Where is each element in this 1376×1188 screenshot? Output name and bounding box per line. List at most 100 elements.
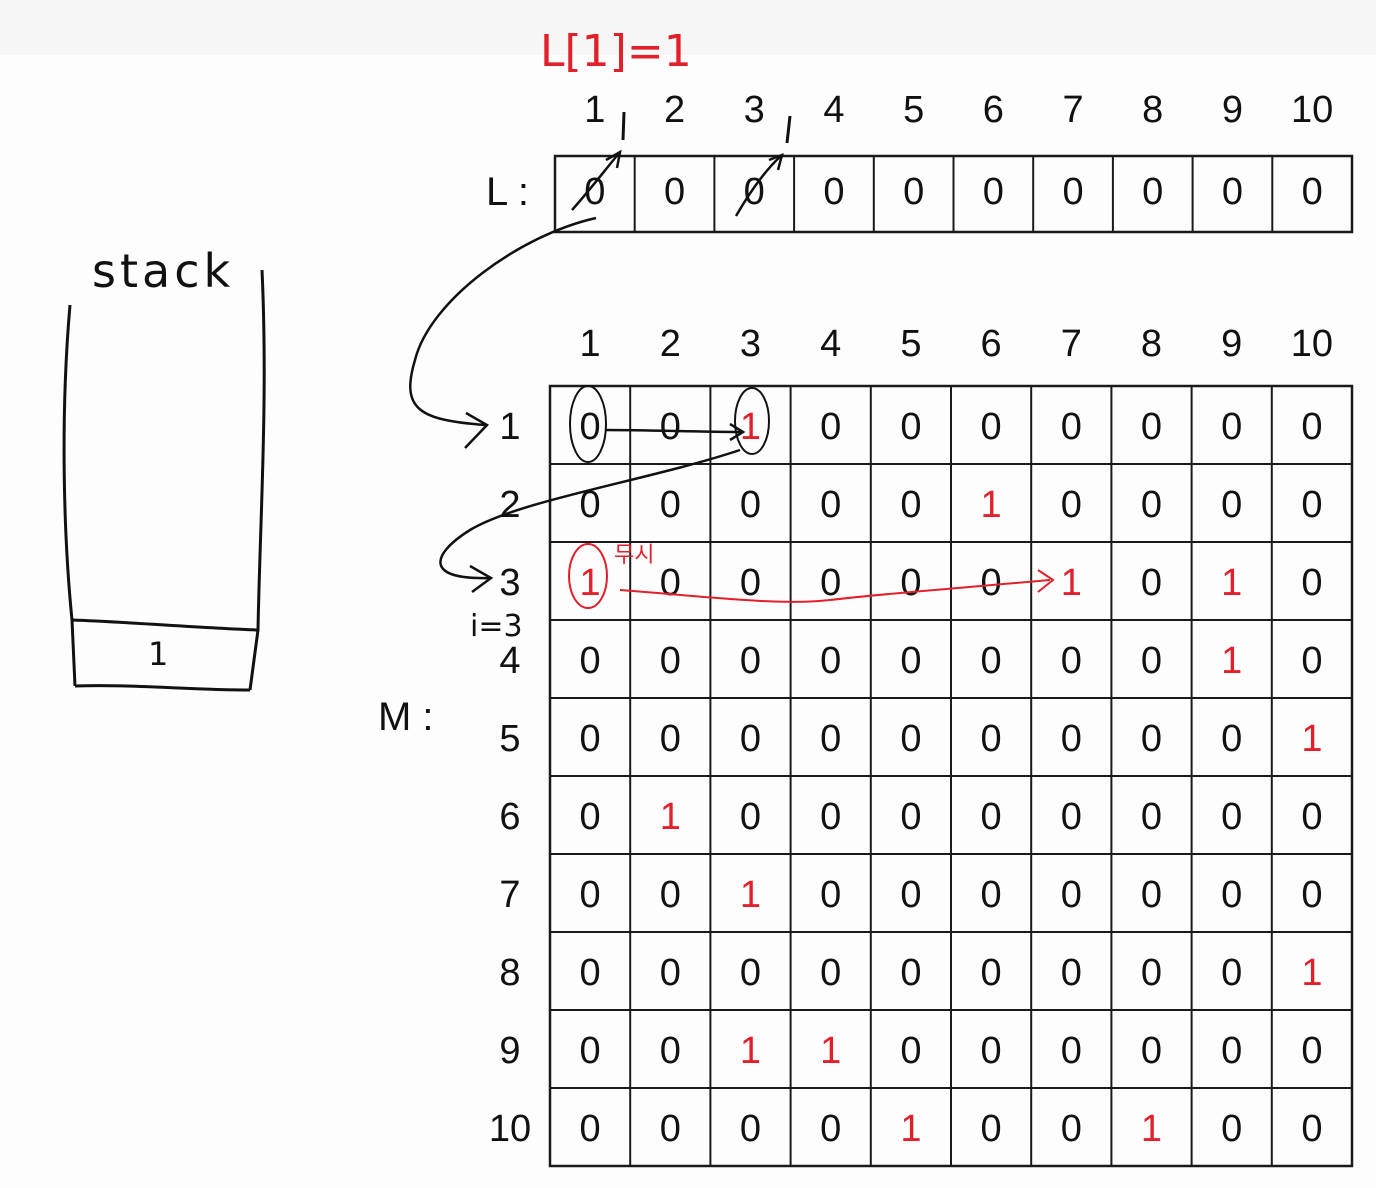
M-cell: 1 <box>820 1030 841 1072</box>
M-cell: 0 <box>900 718 921 760</box>
L-cell: 0 <box>1302 171 1323 213</box>
M-cell: 0 <box>1141 718 1162 760</box>
M-cell: 0 <box>1061 718 1082 760</box>
M-cell: 0 <box>660 640 681 682</box>
M-cell: 0 <box>580 718 601 760</box>
M-col-header: 1 <box>580 323 601 365</box>
M-cell: 0 <box>900 1030 921 1072</box>
M-col-header: 4 <box>820 323 841 365</box>
M-cell: 0 <box>660 874 681 916</box>
M-cell: 0 <box>820 952 841 994</box>
circle-m13 <box>734 387 770 455</box>
M-cell: 0 <box>981 1030 1002 1072</box>
L-cell: 0 <box>983 171 1004 213</box>
M-cell: 0 <box>1061 796 1082 838</box>
M-cell: 0 <box>1141 406 1162 448</box>
M-row-header: 10 <box>489 1108 531 1150</box>
annotation-l1-equals-1: L[1]=1 <box>540 26 692 77</box>
L-col-header: 2 <box>664 89 685 131</box>
M-cell: 0 <box>900 874 921 916</box>
M-cell: 0 <box>740 1108 761 1150</box>
L-col-header: 8 <box>1142 89 1163 131</box>
M-cell: 0 <box>580 406 601 448</box>
M-row-header: 7 <box>499 874 520 916</box>
M-cell: 0 <box>740 796 761 838</box>
M-cell: 0 <box>900 562 921 604</box>
M-cell: 0 <box>740 484 761 526</box>
M-cell: 0 <box>1141 952 1162 994</box>
M-cell: 0 <box>740 952 761 994</box>
M-cell: 0 <box>1221 1108 1242 1150</box>
M-cell: 0 <box>1221 1030 1242 1072</box>
M-row-header: 6 <box>499 796 520 838</box>
M-cell: 1 <box>740 1030 761 1072</box>
M-cell: 0 <box>1061 952 1082 994</box>
L-col-header: 9 <box>1222 89 1243 131</box>
M-cell: 0 <box>660 562 681 604</box>
M-cell: 1 <box>580 562 601 604</box>
M-cell: 1 <box>1141 1108 1162 1150</box>
M-cell: 0 <box>580 1030 601 1072</box>
M-cell: 0 <box>580 796 601 838</box>
arrow-L-to-row1-head <box>464 411 490 449</box>
M-cell: 1 <box>1061 562 1082 604</box>
M-cell: 0 <box>900 952 921 994</box>
M-cell: 1 <box>900 1108 921 1150</box>
M-cell: 0 <box>1141 874 1162 916</box>
L-cell: 0 <box>903 171 924 213</box>
M-label: M : <box>378 695 434 739</box>
M-cell: 1 <box>1301 718 1322 760</box>
top-band <box>0 0 1376 55</box>
M-cell: 0 <box>900 484 921 526</box>
M-col-header: 7 <box>1061 323 1082 365</box>
red-arrow-row3 <box>619 579 1051 603</box>
stack-left-wall <box>62 304 77 687</box>
red-arrow-row3-head <box>1037 569 1055 593</box>
L-col-header: 7 <box>1062 89 1083 131</box>
M-cell: 0 <box>1301 562 1322 604</box>
stack-bottom <box>74 684 251 692</box>
M-col-header: 3 <box>740 323 761 365</box>
M-cell: 0 <box>1221 874 1242 916</box>
M-cell: 0 <box>580 952 601 994</box>
M-cell: 0 <box>1141 1030 1162 1072</box>
M-cell: 0 <box>981 874 1002 916</box>
L-col-header: 3 <box>744 89 765 131</box>
M-cell: 0 <box>660 1030 681 1072</box>
M-cell: 1 <box>1221 640 1242 682</box>
M-cell: 0 <box>1221 796 1242 838</box>
M-cell: 0 <box>660 406 681 448</box>
M-cell: 0 <box>740 562 761 604</box>
M-cell: 0 <box>1061 484 1082 526</box>
M-cell: 0 <box>820 640 841 682</box>
L-label: L : <box>486 170 529 214</box>
M-cell: 0 <box>1301 874 1322 916</box>
M-cell: 0 <box>981 640 1002 682</box>
M-col-header: 8 <box>1141 323 1162 365</box>
L-col-header: 5 <box>903 89 924 131</box>
M-cell: 0 <box>981 796 1002 838</box>
M-cell: 0 <box>660 718 681 760</box>
M-cell: 0 <box>820 406 841 448</box>
L-cell: 0 <box>1222 171 1243 213</box>
circle-m11 <box>569 385 607 463</box>
M-cell: 0 <box>820 484 841 526</box>
M-cell: 1 <box>1221 562 1242 604</box>
M-cell: 0 <box>1301 640 1322 682</box>
M-col-header: 6 <box>981 323 1002 365</box>
M-cell: 0 <box>820 1108 841 1150</box>
M-cell: 0 <box>900 406 921 448</box>
M-cell: 1 <box>1301 952 1322 994</box>
ignore-note: 무시 <box>614 543 654 568</box>
M-row-header: 5 <box>499 718 520 760</box>
M-row-header: 8 <box>499 952 520 994</box>
M-cell: 0 <box>981 952 1002 994</box>
M-row-header: 3 <box>499 562 520 604</box>
M-cell: 0 <box>660 1108 681 1150</box>
M-row-header: 1 <box>499 406 520 448</box>
M-cell: 0 <box>1301 484 1322 526</box>
stack-right-wall <box>248 269 266 691</box>
